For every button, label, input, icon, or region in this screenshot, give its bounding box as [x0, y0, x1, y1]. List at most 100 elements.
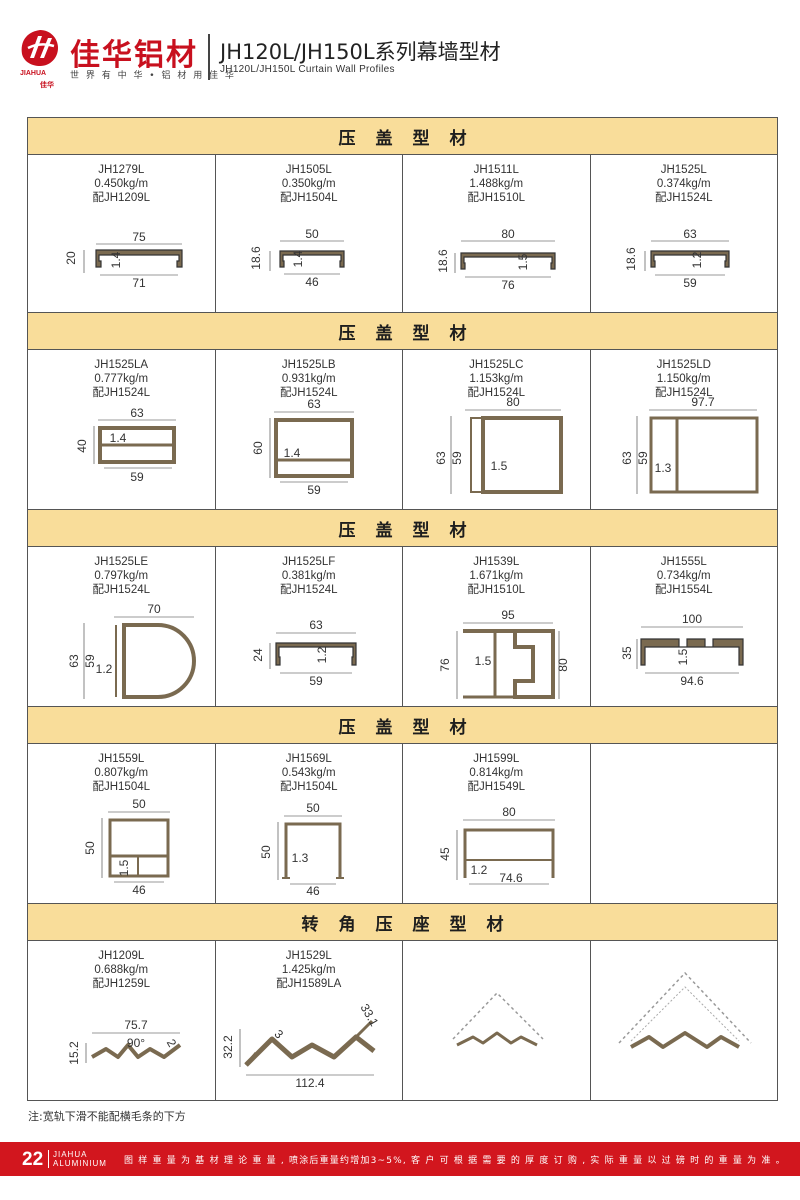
- dim-label: 63: [130, 406, 144, 420]
- footnote: 注:宽轨下滑不能配横毛条的下方: [28, 1110, 186, 1123]
- profile-code: JH1525LD: [656, 359, 711, 371]
- page-header: JIAHUA 佳华 佳华铝材 世 界 有 中 华 • 铝 材 用 佳 华 JH1…: [0, 0, 800, 90]
- profile-drawing: 63 24 1.2 59: [251, 618, 357, 688]
- brand-slogan: 世 界 有 中 华 • 铝 材 用 佳 华: [70, 71, 236, 81]
- profile-weight: 1.488kg/m: [469, 178, 524, 190]
- dim-label: 1.4: [291, 250, 305, 267]
- dim-label: 50: [305, 227, 319, 241]
- profile-weight: 1.425kg/m: [281, 964, 336, 976]
- dim-label: 45: [438, 847, 452, 861]
- profile-match: 配JH1510L: [467, 192, 526, 204]
- profile-drawing: 75.7 90° 2 15.2: [67, 1018, 182, 1065]
- profile-code: JH1511L: [473, 164, 519, 176]
- profile-drawing: 63 60 1.4 59: [251, 397, 354, 497]
- dim-label: 46: [306, 884, 320, 898]
- dim-label: 18.6: [436, 249, 450, 273]
- profile-code: JH1559L: [98, 753, 145, 765]
- page-title: JH120L/JH150L系列幕墙型材: [220, 40, 501, 64]
- profile-weight: 1.671kg/m: [469, 570, 524, 582]
- dim-label: 18.6: [624, 247, 638, 271]
- page-footer: 22 JIAHUA ALUMINIUM 图 样 重 量 为 基 材 理 论 重 …: [0, 1142, 800, 1176]
- profile-code: JH1525LC: [469, 359, 524, 371]
- profile-drawing: 97.7 63 59 1.3: [620, 395, 758, 494]
- dim-label: 46: [305, 275, 319, 289]
- dim-label: 75: [132, 230, 146, 244]
- dim-label: 50: [132, 797, 146, 811]
- dim-label: 63: [683, 227, 697, 241]
- section-title: 压盖型材: [338, 323, 487, 344]
- profile-code: JH1555L: [660, 556, 707, 568]
- dim-label: 71: [132, 276, 146, 290]
- corner-assembly-cell: [591, 941, 778, 1100]
- footer-brand-line1: JIAHUA: [53, 1150, 88, 1159]
- dim-label: 100: [681, 612, 701, 626]
- dim-label: 59: [450, 451, 464, 465]
- profile-weight: 0.814kg/m: [469, 767, 524, 779]
- profile-drawing: 50 50 1.3 46: [259, 801, 344, 898]
- profile-code: JH1539L: [473, 556, 520, 568]
- dim-label: 1.2: [96, 662, 113, 676]
- dim-label: 1.2: [315, 646, 329, 663]
- profile-drawing: 80 18.6 1.5 76: [436, 227, 556, 292]
- dim-label: 50: [306, 801, 320, 815]
- dim-label: 18.6: [249, 246, 263, 270]
- profile-weight: 1.153kg/m: [469, 373, 524, 385]
- footer-disclaimer: 图 样 重 量 为 基 材 理 论 重 量 , 喷涂后重量约增加3~5%, 客 …: [124, 1156, 786, 1166]
- profile-match: 配JH1554L: [654, 584, 713, 596]
- dim-label: 60: [251, 441, 265, 455]
- profile-match: 配JH1589LA: [276, 978, 342, 990]
- dim-label: 1.3: [291, 851, 308, 865]
- dim-label: 80: [501, 227, 515, 241]
- profile-drawing: 70 63 59 1.2: [67, 602, 196, 699]
- profile-drawing: 50 18.6 1.4 46: [249, 227, 345, 289]
- dim-label: 1.2: [471, 863, 488, 877]
- profile-match: 配JH1259L: [92, 978, 151, 990]
- profile-code: JH1525L: [660, 164, 707, 176]
- dim-label: 63: [307, 397, 321, 411]
- jiahua-logo-icon: [21, 30, 58, 66]
- profile-match: 配JH1510L: [467, 584, 526, 596]
- dim-label: 76: [438, 658, 452, 672]
- section-header: 压盖型材: [28, 707, 778, 744]
- dim-label: 80: [506, 395, 520, 409]
- empty-cell: [591, 744, 778, 903]
- dim-label: 50: [83, 841, 97, 855]
- profile-drawing: 80 45 1.2 74.6: [438, 805, 555, 885]
- section-header: 压盖型材: [28, 118, 778, 155]
- profile-code: JH1525LB: [281, 359, 336, 371]
- dim-label: 20: [64, 251, 78, 265]
- profile-match: 配JH1504L: [279, 781, 338, 793]
- brand-en: JIAHUA: [20, 70, 47, 77]
- profile-match: 配JH1524L: [467, 387, 526, 399]
- dim-label: 59: [636, 451, 650, 465]
- profile-weight: 0.931kg/m: [281, 373, 336, 385]
- section-title: 转角压座型材: [301, 914, 524, 935]
- profile-match: 配JH1524L: [654, 192, 713, 204]
- profile-match: 配JH1524L: [279, 584, 338, 596]
- section-header: 转角压座型材: [28, 904, 778, 941]
- profile-weight: 0.374kg/m: [656, 178, 711, 190]
- profile-drawing: 100 35 1.5 94.6: [620, 612, 744, 688]
- dim-label: 50: [259, 845, 273, 859]
- profile-weight: 0.797kg/m: [94, 570, 149, 582]
- dim-label: 1.5: [676, 648, 690, 665]
- footer-brand-line2: ALUMINIUM: [53, 1159, 107, 1168]
- profile-weight: 0.450kg/m: [94, 178, 149, 190]
- dim-label: 46: [132, 883, 146, 897]
- profile-drawing: 63 40 1.4 59: [75, 406, 176, 484]
- profile-drawing: 75 20 1.4 71: [64, 230, 183, 290]
- profile-weight: 0.734kg/m: [656, 570, 711, 582]
- dim-label: 24: [251, 648, 265, 662]
- profile-code: JH1569L: [285, 753, 332, 765]
- dim-label: 63: [620, 451, 634, 465]
